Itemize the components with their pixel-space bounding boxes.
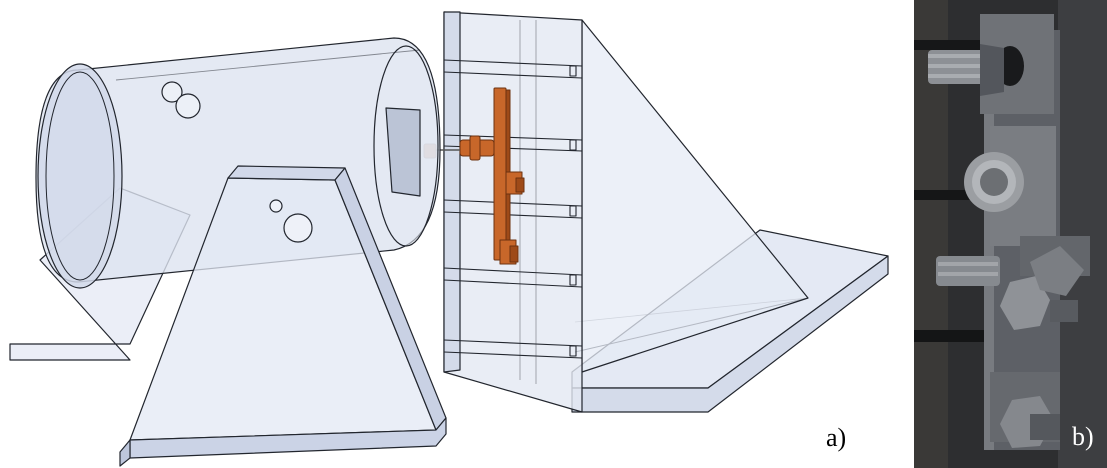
cylinder-window [385, 107, 421, 197]
angle-plate [443, 11, 889, 413]
stand-front-leg [119, 165, 447, 467]
panel-b-photo [914, 0, 1107, 468]
photo-side-bolt [936, 256, 1000, 286]
angle-plate-vertical-front [443, 11, 461, 373]
angle-plate-base-front [571, 255, 889, 413]
angle-plate-vertical-face [443, 11, 583, 413]
photo-hex-nut [1000, 276, 1050, 330]
panel-a-drawing [9, 11, 889, 467]
copper-fixture [423, 87, 525, 265]
panel-label-a: a) [826, 423, 847, 452]
panel-label-b: b) [1072, 422, 1094, 451]
stand-pin [283, 213, 313, 243]
cylinder-end-cap [37, 63, 123, 289]
fixture-vertical-bar [493, 87, 507, 261]
cylinder-hole [161, 81, 183, 103]
